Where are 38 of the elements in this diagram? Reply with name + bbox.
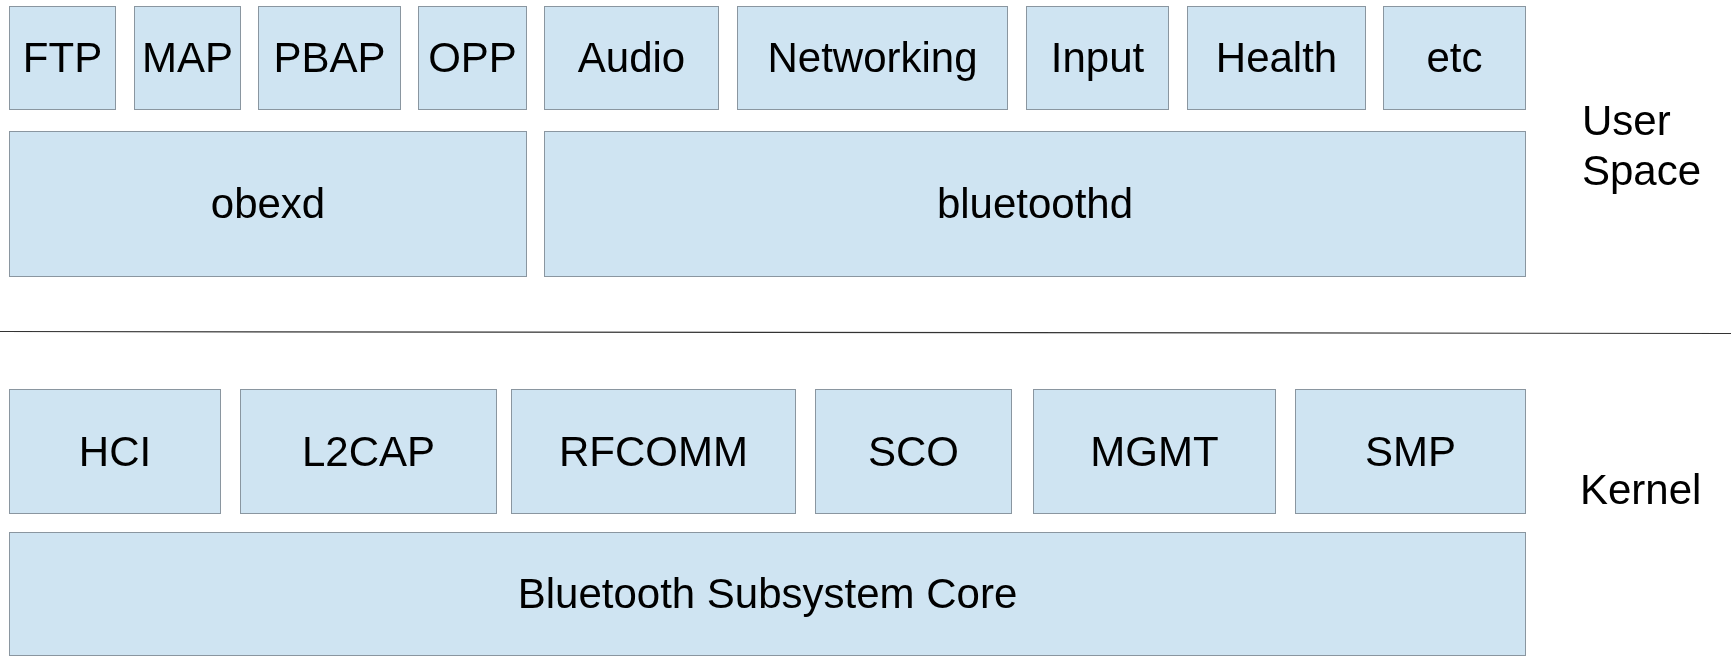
- layer-box: [1026, 6, 1169, 110]
- layer-label: bluetoothd: [936, 180, 1134, 228]
- layer-box: [1033, 389, 1276, 514]
- layer-label: Audio: [577, 34, 686, 82]
- layer-box: [9, 389, 221, 514]
- layer-label: Networking: [767, 34, 978, 82]
- layer-box: [1295, 389, 1526, 514]
- layer-label: MGMT: [1090, 427, 1219, 476]
- layer-box: [9, 6, 116, 110]
- layer-label: Health: [1215, 34, 1338, 82]
- layer-box: [418, 6, 527, 110]
- layer-box: [511, 389, 796, 514]
- section-label: Kernel: [1580, 465, 1703, 515]
- layer-label: FTP: [22, 34, 103, 82]
- layer-box: [737, 6, 1008, 110]
- layer-label: etc: [1426, 34, 1483, 82]
- layer-label: Input: [1050, 34, 1145, 82]
- layer-label: HCI: [78, 427, 152, 476]
- layer-box: [544, 131, 1526, 277]
- layer-box: [815, 389, 1012, 514]
- layer-box: [240, 389, 497, 514]
- layer-label: PBAP: [273, 34, 386, 82]
- layer-box: [544, 6, 719, 110]
- layer-label: SCO: [868, 427, 959, 476]
- layer-box: [1383, 6, 1526, 110]
- layer-box: [9, 532, 1526, 656]
- layer-label: SMP: [1365, 427, 1456, 476]
- layer-label: MAP: [142, 34, 233, 82]
- layer-label: Bluetooth Subsystem Core: [517, 570, 1018, 618]
- layer-label: RFCOMM: [559, 427, 748, 476]
- layer-label: obexd: [210, 180, 326, 228]
- layer-box: [134, 6, 241, 110]
- layer-box: [9, 131, 527, 277]
- layer-label: L2CAP: [301, 427, 436, 476]
- layer-label: OPP: [428, 34, 517, 82]
- section-label: User Space: [1582, 96, 1703, 196]
- layer-box: [1187, 6, 1366, 110]
- layer-box: [258, 6, 401, 110]
